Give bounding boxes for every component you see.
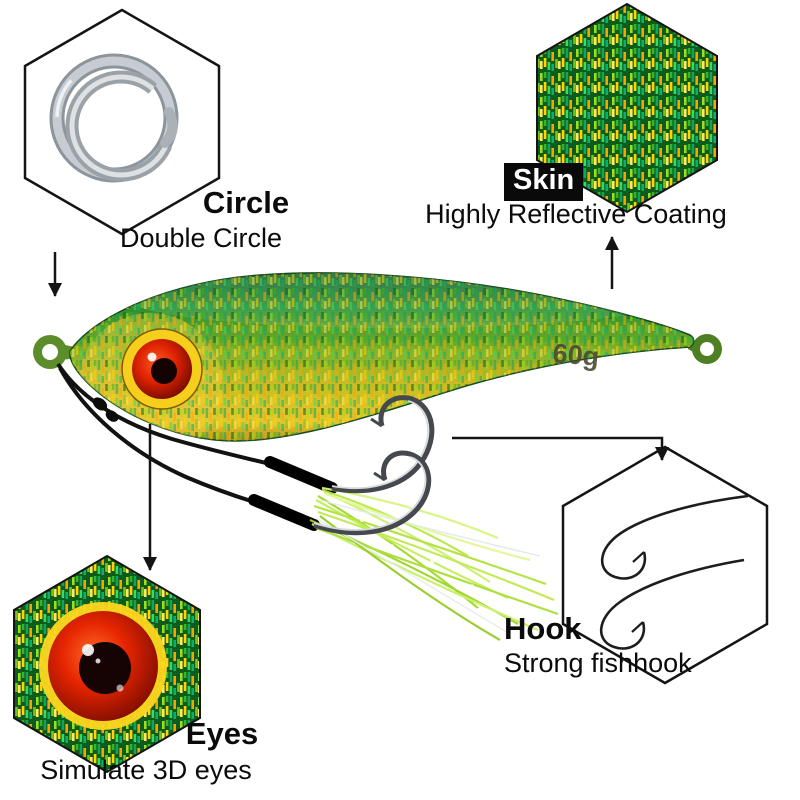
callout-hook-hex: [561, 445, 769, 685]
eyes-title: Eyes: [185, 716, 259, 751]
circle-subtitle: Double Circle: [119, 223, 283, 253]
split-ring-icon: [49, 53, 179, 183]
hook-subtitle: Strong fishhook: [504, 648, 692, 678]
hook-title: Hook: [504, 611, 582, 646]
weight-label: 60g: [551, 338, 600, 372]
holo-skin-swatch: [537, 4, 717, 212]
callout-eyes-hex: [13, 554, 201, 774]
assist-hook-rig: [56, 362, 338, 531]
eyes-subtitle: Simulate 3D eyes: [40, 755, 252, 785]
arrow-hook: [452, 436, 669, 461]
circle-title: Circle: [202, 185, 290, 220]
lure: 60g: [33, 272, 722, 641]
feather-sparkles: [360, 504, 544, 614]
skin-title: Skin: [513, 164, 575, 196]
eye-closeup-icon: [39, 602, 167, 730]
skin-subtitle: Highly Reflective Coating: [425, 199, 727, 229]
lure-hooks: [313, 395, 435, 536]
skin-title-badge: Skin: [504, 163, 584, 201]
lure-eye: [121, 328, 203, 410]
callout-skin-hex: [536, 2, 718, 214]
callout-circle-hex: [23, 8, 221, 236]
fishhook-icon: [599, 494, 749, 650]
